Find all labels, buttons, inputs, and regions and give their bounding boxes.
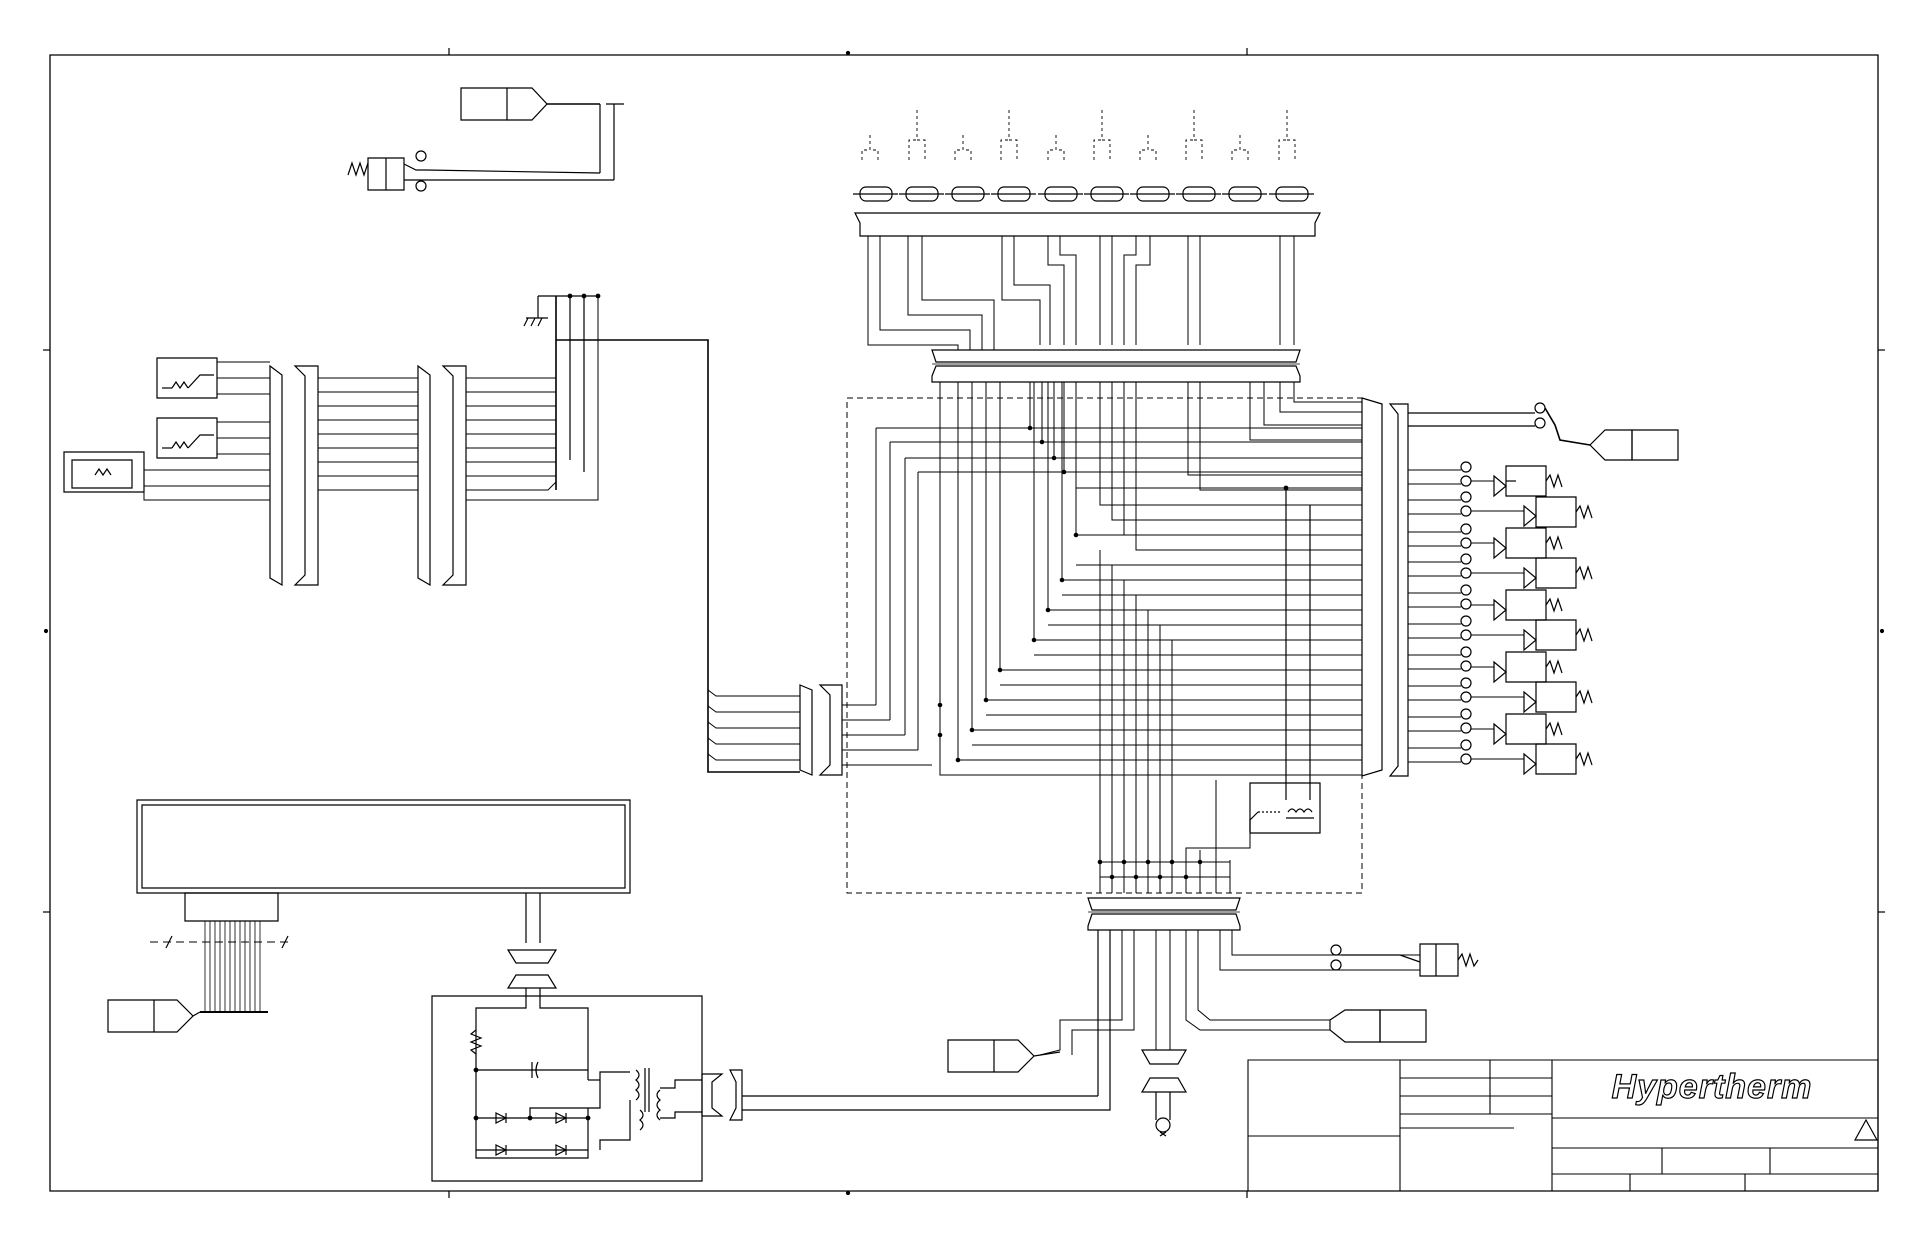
solenoid-5 [1461,585,1562,620]
top-connector-row [853,110,1320,236]
solenoid-9 [1461,709,1562,744]
plug-connector-bottom [1142,1050,1186,1136]
harness-left [318,296,598,500]
relay [1250,486,1320,833]
connector-tag-top-left [461,88,624,180]
solenoid-bank [1408,462,1592,774]
solenoid-7 [1461,647,1562,682]
solenoid-4 [1461,554,1592,588]
mid-connector-pair [932,350,1300,382]
solenoid-6 [1461,616,1592,650]
title-block [1248,1060,1878,1191]
solenoid-10 [1461,740,1592,774]
solenoid-3 [1461,524,1562,558]
solenoid-8 [1461,678,1592,712]
pressure-switch-bottom-right [1331,944,1478,976]
resistor [471,1030,481,1054]
pressure-switch-top-left [348,151,614,191]
right-connector-pair [1362,398,1408,776]
connector-tag-bottom-center [948,1040,1060,1072]
connector-tag-display [108,1000,200,1032]
solenoid-2 [1461,492,1592,527]
thermistor-1 [157,358,217,398]
right-connector-tag [1408,403,1678,460]
signal-run-left-to-center [556,340,800,772]
top-connector-bar [855,213,1320,236]
connector-pair-psu [702,930,1110,1120]
ground-symbol [524,294,600,490]
power-supply-board [432,893,702,1181]
border-ticks [43,48,1885,1198]
lower-center-connector-pair [1040,898,1420,1055]
thermistor-group [64,358,270,500]
connector-pair-left-b [418,366,466,585]
thermistor-2 [157,418,217,458]
connector-tag-bottom-right [1330,1010,1426,1042]
board-bottom-wiring [1098,550,1250,893]
drawing-border [50,55,1878,1191]
center-left-connector-pair [800,685,932,775]
board-internal-wiring [876,382,1362,775]
solenoid-1 [1461,462,1562,496]
lcd-display [137,800,630,1012]
connector-pair-left-a [270,366,318,585]
transformer [600,1068,660,1150]
top-harness [868,236,1294,350]
brand-logo: Hypertherm [1612,1068,1813,1106]
warning-triangle-icon [1855,1120,1877,1140]
lcd-ribbon-header [185,893,278,921]
